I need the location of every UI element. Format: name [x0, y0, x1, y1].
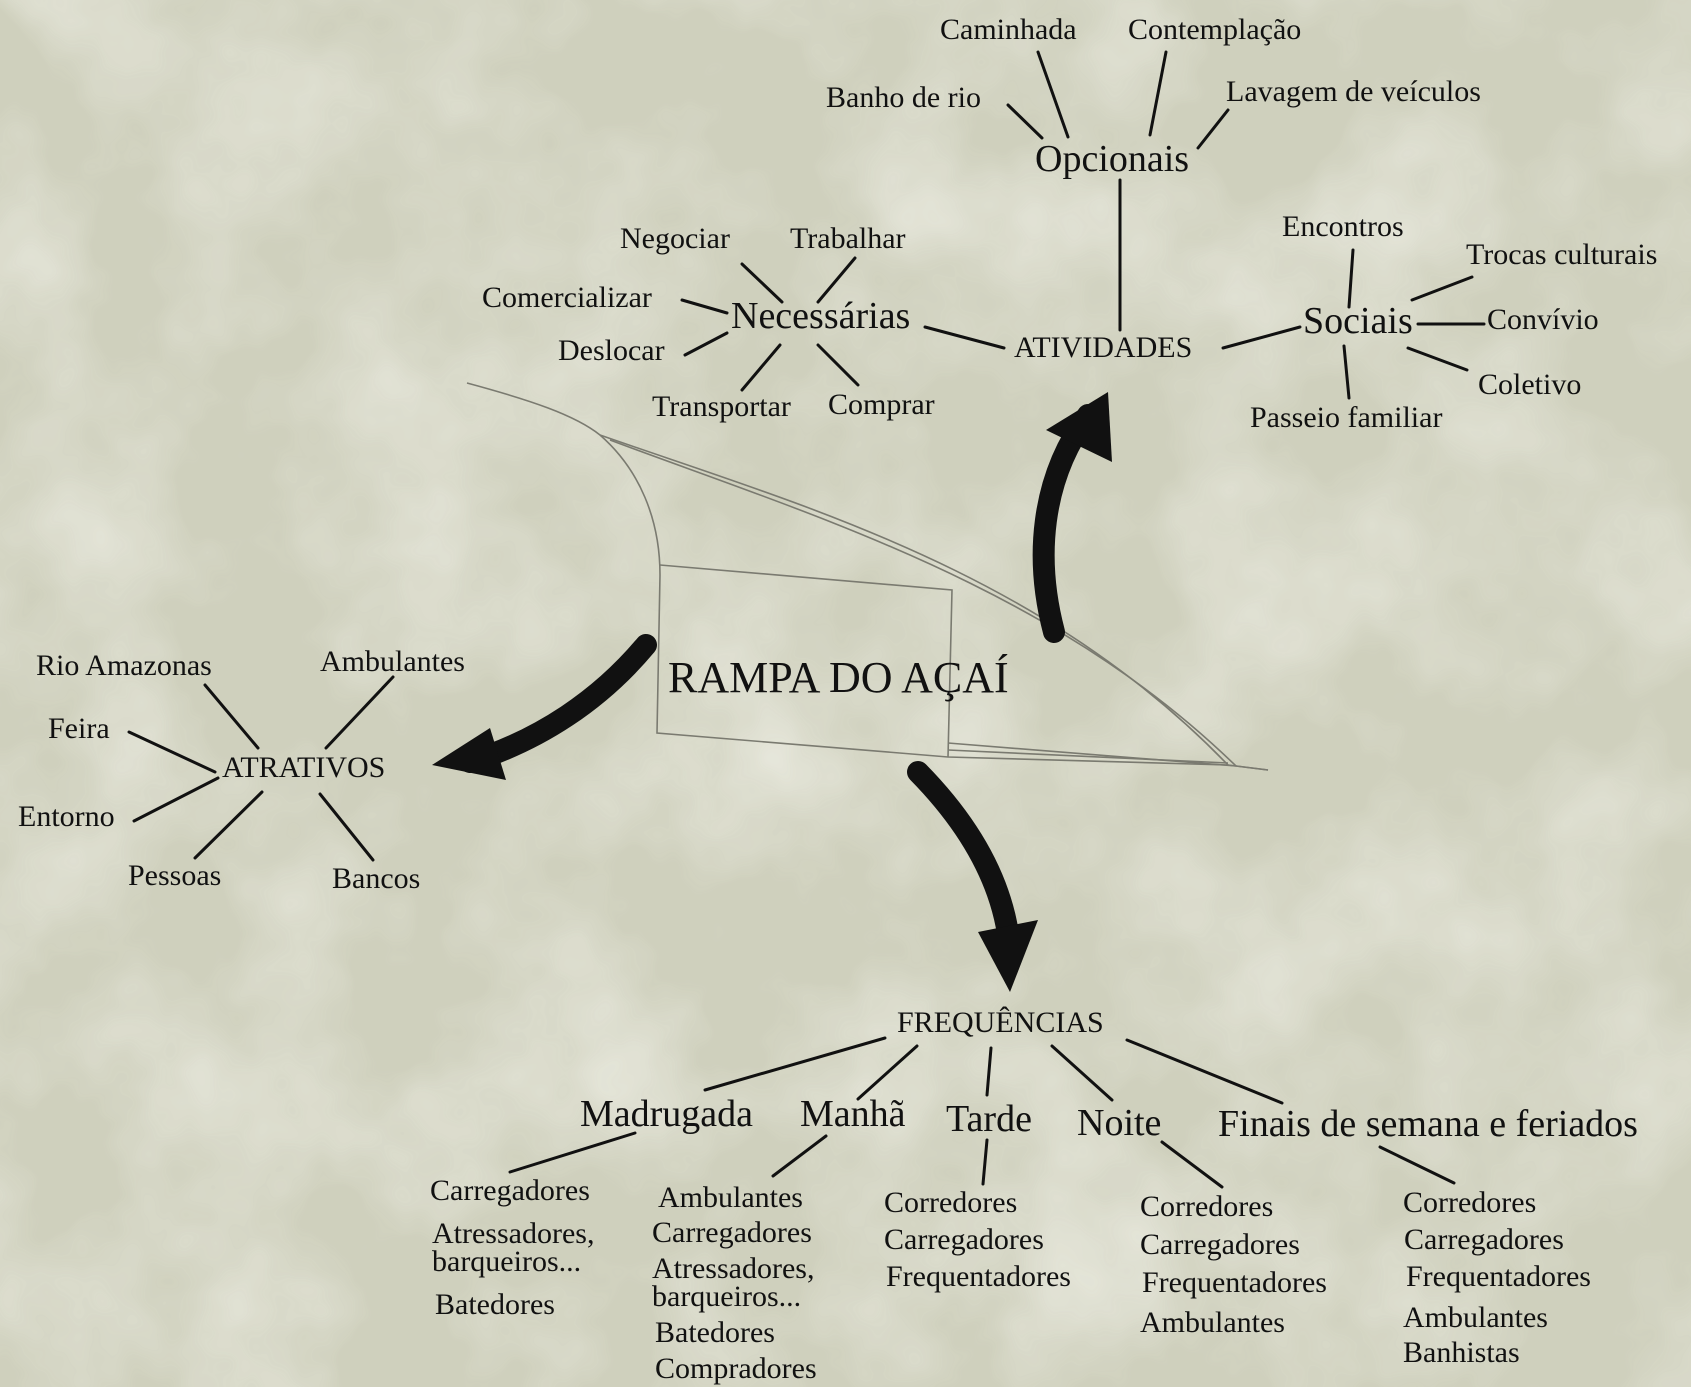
- finais-item-carregadores: Carregadores: [1404, 1223, 1564, 1256]
- arrow-to-atrativos: [432, 634, 657, 780]
- atrativos-item-rio-amazonas: Rio Amazonas: [36, 649, 212, 682]
- noite-item-ambulantes: Ambulantes: [1140, 1306, 1285, 1339]
- sociais-item-coletivo: Coletivo: [1478, 368, 1582, 401]
- opcionais-item-caminhada: Caminhada: [940, 13, 1077, 46]
- madrugada-item-batedores: Batedores: [435, 1288, 555, 1321]
- opcionais-item-banho-de-rio: Banho de rio: [826, 81, 981, 114]
- sociais-label: Sociais: [1303, 300, 1413, 342]
- tarde-item-corredores: Corredores: [884, 1186, 1018, 1219]
- necessarias-item-comercializar: Comercializar: [482, 281, 652, 314]
- arrow-to-atividades: [1032, 392, 1112, 643]
- necessarias-item-transportar: Transportar: [652, 390, 791, 423]
- necessarias-label: Necessárias: [731, 295, 911, 337]
- necessarias-item-negociar: Negociar: [620, 222, 730, 255]
- freq-group-manha: Manhã: [800, 1093, 906, 1135]
- sociais-item-encontros: Encontros: [1282, 210, 1404, 243]
- finais-item-frequentadores: Frequentadores: [1406, 1260, 1591, 1293]
- site-plan-outline: [466, 382, 1269, 771]
- finais-item-corredores: Corredores: [1403, 1186, 1537, 1219]
- arrow-to-frequencias: [907, 761, 1038, 992]
- finais-item-ambulantes: Ambulantes: [1403, 1301, 1548, 1334]
- opcionais-item-lavagem-de-veiculos: Lavagem de veículos: [1226, 75, 1481, 108]
- manha-item-ambulantes: Ambulantes: [658, 1181, 803, 1214]
- necessarias-item-comprar: Comprar: [828, 388, 935, 421]
- necessarias-item-trabalhar: Trabalhar: [790, 222, 906, 255]
- central-title: RAMPA DO AÇAÍ: [668, 653, 1009, 702]
- sociais-item-trocas-culturais: Trocas culturais: [1466, 238, 1658, 271]
- freq-group-finais-de-semana: Finais de semana e feriados: [1218, 1103, 1638, 1145]
- atrativos-label: ATRATIVOS: [222, 751, 386, 784]
- sociais-item-passeio-familiar: Passeio familiar: [1250, 401, 1443, 434]
- atrativos-item-bancos: Bancos: [332, 862, 421, 895]
- necessarias-item-deslocar: Deslocar: [558, 334, 665, 367]
- noite-item-corredores: Corredores: [1140, 1190, 1274, 1223]
- freq-group-madrugada: Madrugada: [580, 1093, 754, 1135]
- manha-item-compradores: Compradores: [655, 1352, 817, 1385]
- noite-item-frequentadores: Frequentadores: [1142, 1266, 1327, 1299]
- manha-item-atressadores: Atressadores, barqueiros...: [652, 1252, 815, 1313]
- finais-item-banhistas: Banhistas: [1403, 1336, 1520, 1369]
- noite-item-carregadores: Carregadores: [1140, 1228, 1300, 1261]
- sociais-item-convivio: Convívio: [1487, 303, 1599, 336]
- atrativos-item-pessoas: Pessoas: [128, 859, 222, 892]
- manha-item-carregadores: Carregadores: [652, 1216, 812, 1249]
- manha-item-batedores: Batedores: [655, 1316, 775, 1349]
- atrativos-item-feira: Feira: [48, 712, 110, 745]
- freq-group-tarde: Tarde: [946, 1098, 1032, 1140]
- atividades-label: ATIVIDADES: [1014, 331, 1193, 364]
- opcionais-item-contemplacao: Contemplação: [1128, 13, 1302, 46]
- tarde-item-frequentadores: Frequentadores: [886, 1260, 1071, 1293]
- madrugada-item-carregadores: Carregadores: [430, 1174, 590, 1207]
- atrativos-item-entorno: Entorno: [18, 800, 115, 833]
- freq-group-noite: Noite: [1077, 1102, 1162, 1144]
- frequencias-label: FREQUÊNCIAS: [897, 1006, 1104, 1039]
- opcionais-label: Opcionais: [1035, 138, 1190, 180]
- atrativos-item-ambulantes: Ambulantes: [320, 645, 465, 678]
- madrugada-item-atressadores: Atressadores, barqueiros...: [432, 1217, 595, 1278]
- tarde-item-carregadores: Carregadores: [884, 1223, 1044, 1256]
- connector-lines: [127, 50, 1486, 1189]
